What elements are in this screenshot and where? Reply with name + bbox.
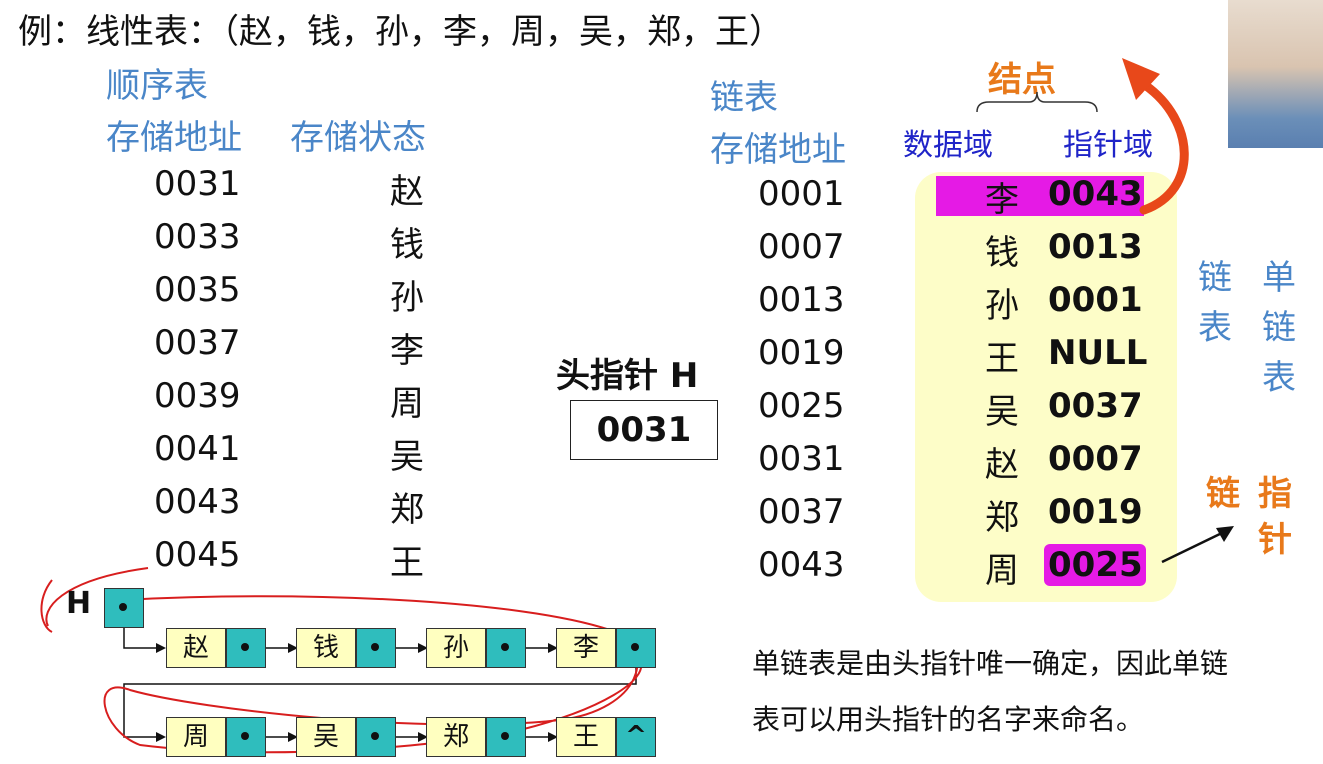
list-node-pointer (226, 628, 266, 668)
ll-val: 周 (985, 551, 1019, 591)
list-node-pointer (486, 717, 526, 757)
list-node-pointer (356, 717, 396, 757)
null-pointer-mark: ^ (616, 717, 656, 757)
ll-addr: 0019 (758, 333, 845, 373)
page-title: 例：线性表：（赵，钱，孙，李，周，吴，郑，王） (18, 12, 783, 52)
list-node-data: 孙 (426, 628, 486, 668)
ll-ptr: 0025 (1048, 545, 1143, 585)
sequential-table-label: 顺序表 (106, 66, 208, 106)
pointer-dot (119, 603, 127, 611)
seq-addr: 0035 (154, 270, 241, 310)
side-label-linked-2: 表 (1198, 308, 1232, 348)
seq-addr: 0043 (154, 482, 241, 522)
ll-addr: 0037 (758, 492, 845, 532)
ll-addr: 0031 (758, 439, 845, 479)
seq-addr: 0041 (154, 429, 241, 469)
seq-val: 周 (390, 384, 424, 424)
ll-ptr: 0013 (1048, 227, 1143, 267)
linked-table-label: 链表 (710, 78, 778, 118)
list-node-pointer (356, 628, 396, 668)
seq-addr: 0045 (154, 535, 241, 575)
ll-val: 吴 (985, 392, 1019, 432)
list-node-data: 周 (166, 717, 226, 757)
ll-addr: 0001 (758, 174, 845, 214)
data-field-label: 数据域 (903, 128, 993, 163)
seq-val: 赵 (390, 172, 424, 212)
list-node-pointer (486, 628, 526, 668)
list-node-data: 吴 (296, 717, 356, 757)
linked-node-column (915, 172, 1177, 602)
ll-addr: 0013 (758, 280, 845, 320)
node-brace (976, 91, 1098, 113)
head-node-pointer (104, 588, 144, 628)
ll-val: 郑 (985, 498, 1019, 538)
seq-addr: 0033 (154, 217, 241, 257)
ll-val: 李 (985, 180, 1019, 220)
red-curved-arrow (1122, 58, 1189, 215)
pointer-dot (371, 643, 379, 651)
seq-val: 钱 (390, 225, 424, 265)
list-node-data: 赵 (166, 628, 226, 668)
ll-ptr: NULL (1048, 333, 1148, 373)
list-node-data: 王 (556, 717, 616, 757)
pointer-dot (371, 732, 379, 740)
ll-ptr: 0037 (1048, 386, 1143, 426)
head-node-label: H (66, 586, 92, 621)
side-label-single-3: 表 (1262, 358, 1296, 398)
linked-addr-header: 存储地址 (710, 130, 846, 170)
ll-val: 王 (985, 339, 1019, 379)
head-pointer-label: 头指针 H (556, 356, 699, 396)
chain-pointer-label-1: 指 (1258, 474, 1292, 514)
list-node-data: 李 (556, 628, 616, 668)
seq-addr: 0039 (154, 376, 241, 416)
seq-addr: 0037 (154, 323, 241, 363)
head-pointer-box: 0031 (570, 400, 718, 460)
ll-val: 赵 (985, 445, 1019, 485)
list-node-pointer (226, 717, 266, 757)
list-node-data: 钱 (296, 628, 356, 668)
chain-label: 链 (1206, 474, 1240, 514)
seq-val: 郑 (390, 490, 424, 530)
ll-addr: 0007 (758, 227, 845, 267)
seq-val: 吴 (390, 437, 424, 477)
ll-val: 钱 (985, 233, 1019, 273)
ll-addr: 0025 (758, 386, 845, 426)
ll-addr: 0043 (758, 545, 845, 585)
presenter-video (1228, 0, 1323, 148)
list-node-data: 郑 (426, 717, 486, 757)
ll-ptr: 0019 (1048, 492, 1143, 532)
pointer-dot (501, 732, 509, 740)
highlight-first-row (936, 176, 1144, 216)
node-label: 结点 (988, 60, 1056, 100)
side-label-single-2: 链 (1262, 308, 1296, 348)
side-label-single-1: 单 (1262, 258, 1296, 298)
ll-ptr: 0043 (1048, 174, 1143, 214)
seq-addr: 0031 (154, 164, 241, 204)
seq-val: 王 (390, 543, 424, 583)
seq-val: 李 (390, 331, 424, 371)
chain-pointer-label-2: 针 (1258, 520, 1292, 560)
side-label-linked-1: 链 (1198, 258, 1232, 298)
chain-pointer-arrow (1161, 526, 1234, 564)
sequential-state-header: 存储状态 (290, 118, 426, 158)
pointer-dot (501, 643, 509, 651)
pointer-dot (241, 732, 249, 740)
sequential-addr-header: 存储地址 (106, 118, 242, 158)
ll-ptr: 0001 (1048, 280, 1143, 320)
ll-val: 孙 (985, 286, 1019, 326)
highlight-last-pointer (1044, 544, 1146, 586)
pointer-dot (241, 643, 249, 651)
note-line-1: 单链表是由头指针唯一确定，因此单链 (752, 647, 1229, 680)
pointer-dot (631, 643, 639, 651)
note-line-2: 表可以用头指针的名字来命名。 (752, 703, 1145, 736)
seq-val: 孙 (390, 278, 424, 318)
list-node-pointer (616, 628, 656, 668)
ll-ptr: 0007 (1048, 439, 1143, 479)
pointer-field-label: 指针域 (1063, 128, 1153, 163)
